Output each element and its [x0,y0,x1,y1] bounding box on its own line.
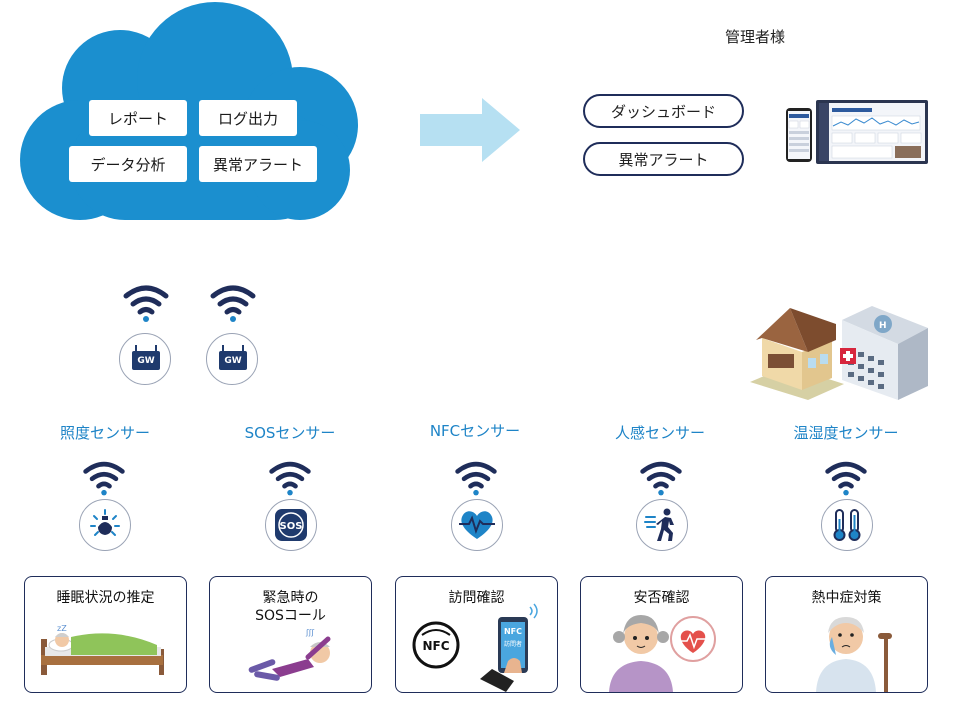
wifi-icon [640,461,682,496]
card-title: 安否確認 [633,590,690,606]
wifi-icon [455,461,497,496]
walking-person-icon [644,508,674,541]
sensor-sos: SOS [265,499,317,551]
phone-nfc-label: NFC [503,627,523,636]
nfc-badge: NFC [422,639,450,653]
card-title: 睡眠状況の推定 [56,590,155,606]
elderly-man-cane-image [816,617,892,692]
dashboard-button[interactable]: ダッシュボード [583,94,744,128]
svg-text:ʃʃʃ: ʃʃʃ [305,628,314,637]
fallen-person-image: ʃʃʃ [248,628,331,681]
thermometer-icon [833,509,861,541]
usecase-sleep-card: 睡眠状況の推定 zZ [24,576,187,693]
elderly-heart-image [609,615,716,692]
anomaly-alert-button[interactable]: 異常アラート [583,142,744,176]
sos-icon: SOS [275,509,307,541]
card-title: 訪問確認 [448,590,505,606]
house-hospital-image: H [750,306,928,400]
usecase-sos-card: 緊急時の SOSコール ʃʃʃ [209,576,372,693]
sensor-motion [636,499,688,551]
dashboard-devices-image [786,100,928,164]
card-title: 熱中症対策 [811,590,882,606]
cloud-data-analysis-button[interactable]: データ分析 [69,146,187,182]
sensor-label-illuminance: 照度センサー [59,424,150,442]
gateway-icon: GW [219,345,247,370]
card-title-line2: SOSコール [255,608,326,624]
cloud-report-button[interactable]: レポート [89,100,187,136]
cloud-anomaly-alert-button[interactable]: 異常アラート [199,146,317,182]
wifi-icon [123,285,169,322]
admin-title: 管理者様 [724,28,785,46]
sensor-illuminance [79,499,131,551]
wifi-icon [269,461,311,496]
sleeping-person-image: zZ [41,624,164,675]
card-title: 緊急時の SOSコール [210,589,371,625]
svg-text:zZ: zZ [57,624,67,633]
sensor-label-motion: 人感センサー [614,424,705,442]
svg-text:H: H [879,321,887,331]
lightbulb-icon [90,509,120,536]
gateway-1: GW [119,333,171,385]
wifi-icon [825,461,867,496]
sensor-nfc [451,499,503,551]
cloud-log-output-button[interactable]: ログ出力 [199,100,297,136]
flow-arrow-icon [420,98,520,162]
usecase-safety-card: 安否確認 [580,576,743,693]
nfc-phone-image [412,603,538,692]
card-title-line1: 緊急時の [262,590,319,606]
svg-text:SOS: SOS [280,521,303,532]
gateway-2: GW [206,333,258,385]
sensor-label-nfc: NFCセンサー [429,422,521,440]
wifi-icon [83,461,125,496]
sensor-label-temp-humidity: 温湿度センサー [793,424,899,442]
sensor-temp-humidity [821,499,873,551]
sensor-label-sos: SOSセンサー [244,424,336,442]
usecase-visit-card: 訪問確認 NFC NFC 訪問者 [395,576,558,693]
gateway-icon: GW [132,345,160,370]
phone-visitor-label: 訪問者 [503,641,522,648]
heart-pulse-icon [459,511,495,539]
usecase-heatstroke-card: 熱中症対策 [765,576,928,693]
wifi-icon [210,285,256,322]
